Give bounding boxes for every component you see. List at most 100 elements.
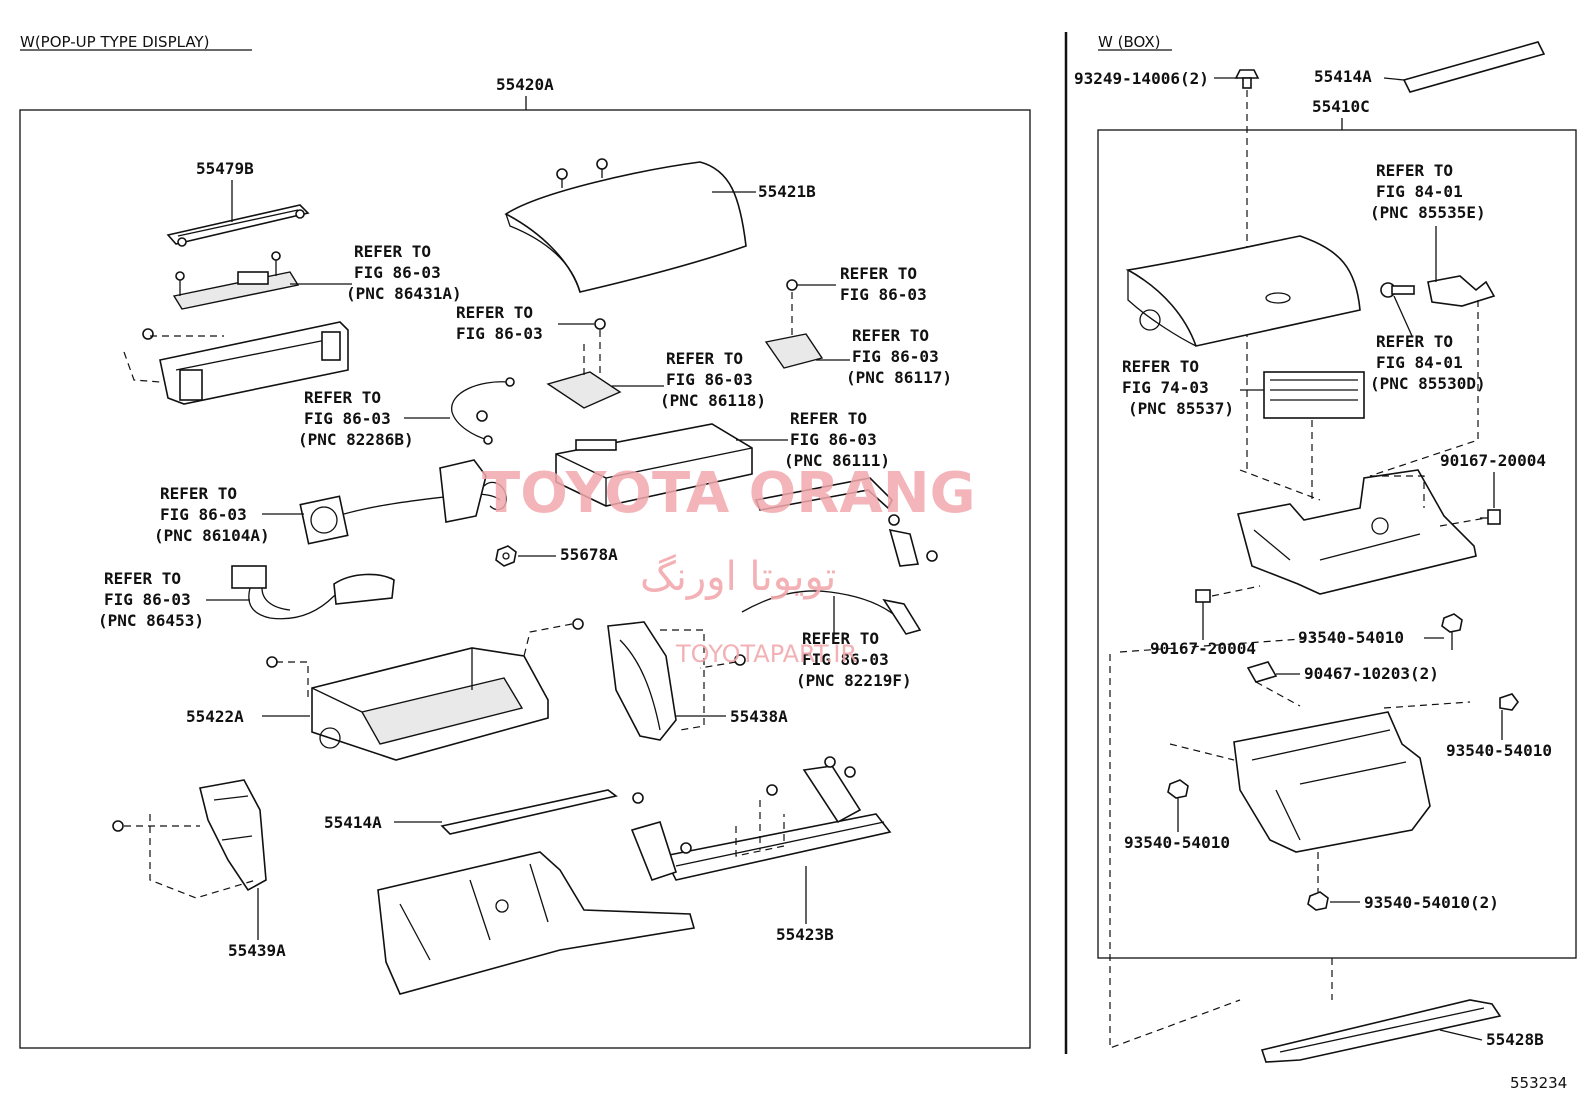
svg-text:REFER TO: REFER TO: [354, 242, 431, 261]
svg-text:FIG 86-03: FIG 86-03: [852, 347, 939, 366]
svg-text:(PNC 86453): (PNC 86453): [98, 611, 204, 630]
label-screw-a: 93540-54010: [1298, 628, 1404, 647]
dash-90167-right: [1439, 517, 1487, 527]
dash-55423B: [735, 800, 785, 857]
svg-text:FIG 86-03: FIG 86-03: [802, 650, 889, 669]
refer-85537: REFER TO FIG 74-03 (PNC 85537): [1122, 357, 1234, 418]
watermark-arabic: تویوتا اورنگ: [640, 554, 836, 600]
svg-text:(PNC 86117): (PNC 86117): [846, 368, 952, 387]
svg-text:FIG 86-03: FIG 86-03: [354, 263, 441, 282]
refer-top-small: REFER TO FIG 86-03: [840, 264, 927, 304]
part-screw-a: [1441, 613, 1463, 650]
dash-55439A: [124, 814, 257, 899]
part-85535E-latch: [1380, 275, 1496, 307]
svg-text:REFER TO: REFER TO: [802, 629, 879, 648]
label-55421B: 55421B: [758, 182, 816, 201]
part-82286B-wire: [451, 377, 515, 445]
svg-text:FIG 86-03: FIG 86-03: [840, 285, 927, 304]
dash-55422A: [276, 623, 573, 700]
svg-text:REFER TO: REFER TO: [1376, 332, 1453, 351]
part-55678A-nut: [495, 545, 517, 567]
dash-display-frame: [123, 335, 224, 383]
label-55422A: 55422A: [186, 707, 244, 726]
svg-text:FIG 86-03: FIG 86-03: [790, 430, 877, 449]
refer-86104A: REFER TO FIG 86-03 (PNC 86104A): [154, 484, 270, 545]
leader-85530D: [1393, 295, 1413, 337]
part-55438A-bracket: [607, 621, 746, 741]
part-screw-c: [1167, 779, 1189, 799]
part-screw-d: [1307, 891, 1329, 911]
label-90467: 90467-10203(2): [1304, 664, 1439, 683]
part-clip-90467: [1246, 661, 1278, 683]
label-55678A: 55678A: [560, 545, 618, 564]
part-86111-module: [555, 423, 753, 507]
part-clip-90167-left: [1195, 589, 1211, 614]
svg-text:REFER TO: REFER TO: [1376, 161, 1453, 180]
part-55428B-rail: [1260, 999, 1502, 1063]
refer-82219F: REFER TO FIG 86-03 (PNC 82219F): [796, 629, 912, 690]
part-85537-label: [1263, 371, 1365, 419]
svg-text:FIG 86-03: FIG 86-03: [304, 409, 391, 428]
screw-refer-top: [786, 279, 798, 291]
svg-text:REFER TO: REFER TO: [160, 484, 237, 503]
label-55414A-right: 55414A: [1314, 67, 1372, 86]
part-55479B: [166, 204, 310, 247]
refer-85530D: REFER TO FIG 84-01 (PNC 85530D): [1370, 332, 1486, 393]
diagram-number: 553234: [1510, 1074, 1567, 1092]
watermark-site: TOYOTAPART.IR: [675, 640, 857, 668]
label-55438A: 55438A: [730, 707, 788, 726]
part-55421B-lid: [504, 158, 747, 293]
part-82219F-cable: [741, 514, 938, 635]
svg-text:REFER TO: REFER TO: [666, 349, 743, 368]
refer-82286B: REFER TO FIG 86-03 (PNC 82286B): [298, 388, 414, 449]
svg-text:FIG 86-03: FIG 86-03: [456, 324, 543, 343]
part-86118-bracket: [546, 330, 622, 409]
dash-upper-frame: [1239, 469, 1425, 508]
label-55439A: 55439A: [228, 941, 286, 960]
part-55439A-hinge: [112, 779, 267, 892]
label-55423B: 55423B: [776, 925, 834, 944]
part-rod: [754, 477, 893, 511]
dash-90167-left: [1109, 585, 1317, 1049]
part-86431A-bracket: [172, 251, 300, 310]
refer-86431A: REFER TO FIG 86-03 (PNC 86431A): [346, 242, 462, 303]
svg-text:(PNC 86104A): (PNC 86104A): [154, 526, 270, 545]
refer-mid-small: REFER TO FIG 86-03: [456, 303, 543, 343]
dash-box-lower: [1169, 701, 1471, 892]
svg-text:REFER TO: REFER TO: [852, 326, 929, 345]
part-86453-harness: [231, 565, 395, 620]
svg-text:(PNC 82219F): (PNC 82219F): [796, 671, 912, 690]
svg-text:REFER TO: REFER TO: [1122, 357, 1199, 376]
part-55414A-strip-right: [1402, 41, 1546, 93]
svg-text:(PNC 85537): (PNC 85537): [1128, 399, 1234, 418]
part-bolt-top: [1234, 69, 1260, 89]
part-box-lid: [1125, 235, 1361, 347]
label-90167-left: 90167-20004: [1150, 639, 1256, 658]
label-55428B: 55428B: [1486, 1030, 1544, 1049]
left-section-title: W(POP-UP TYPE DISPLAY): [20, 33, 209, 51]
screw-refer-mid: [594, 318, 606, 330]
label-55479B: 55479B: [196, 159, 254, 178]
refer-85535E: REFER TO FIG 84-01 (PNC 85535E): [1370, 161, 1486, 222]
refer-86453: REFER TO FIG 86-03 (PNC 86453): [98, 569, 204, 630]
svg-text:FIG 84-01: FIG 84-01: [1376, 182, 1463, 201]
svg-text:REFER TO: REFER TO: [304, 388, 381, 407]
svg-text:FIG 86-03: FIG 86-03: [160, 505, 247, 524]
part-55422A-housing: [266, 618, 584, 761]
svg-text:FIG 84-01: FIG 84-01: [1376, 353, 1463, 372]
part-86117-bracket: [764, 292, 824, 369]
svg-text:(PNC 86431A): (PNC 86431A): [346, 284, 462, 303]
refer-86118: REFER TO FIG 86-03 (PNC 86118): [660, 349, 766, 410]
leader-55428B: [1439, 1029, 1483, 1041]
svg-text:REFER TO: REFER TO: [840, 264, 917, 283]
refer-86111: REFER TO FIG 86-03 (PNC 86111): [784, 409, 890, 470]
part-lower-support: [377, 851, 696, 995]
part-55423B-rail: [630, 756, 892, 881]
part-55414A-strip-left: [440, 789, 618, 835]
leader-55414A-right: [1383, 77, 1405, 81]
right-assembly-frame: [1097, 129, 1577, 959]
label-screw-c: 93540-54010: [1124, 833, 1230, 852]
label-55414A-left: 55414A: [324, 813, 382, 832]
svg-text:FIG 86-03: FIG 86-03: [104, 590, 191, 609]
